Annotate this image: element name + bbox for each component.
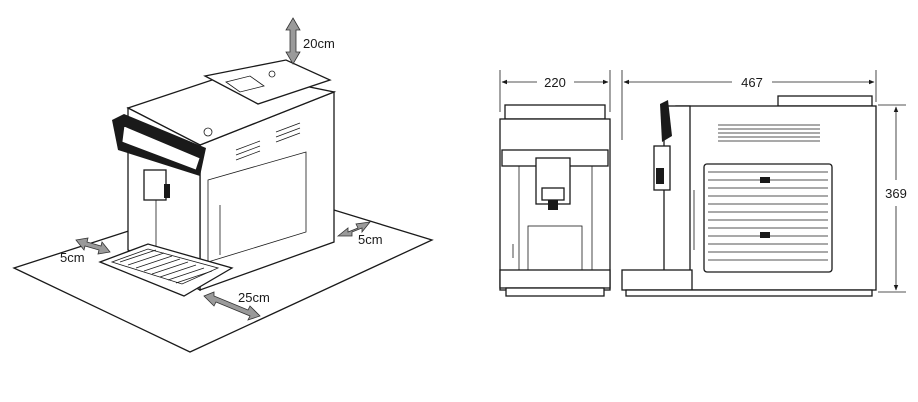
- front-top-cap: [504, 104, 606, 120]
- hopper-window: [225, 75, 265, 93]
- clearance-arrow-top: [285, 17, 301, 65]
- front-feet: [505, 287, 605, 297]
- front-view: 220: [499, 70, 611, 297]
- clearance-label-front: 25cm: [238, 290, 270, 305]
- side-tank-latch-top: [760, 177, 770, 183]
- side-tank-ribs: [708, 171, 828, 261]
- clearance-label-left: 5cm: [60, 250, 85, 265]
- side-recess-panel: [207, 151, 307, 263]
- side-spout-nozzle: [656, 168, 664, 184]
- dimension-label-height: 369: [885, 186, 907, 201]
- top-button: [203, 127, 213, 137]
- front-spout-tip: [548, 200, 558, 210]
- side-view: 467 369: [621, 70, 907, 297]
- clearance-label-top: 20cm: [303, 36, 335, 51]
- clearance-arrow-right: [336, 221, 371, 237]
- dimension-label-width: 220: [544, 75, 566, 90]
- side-drip-tray: [621, 269, 693, 291]
- side-hopper-lid: [777, 95, 873, 107]
- clearance-arrow-left: [75, 237, 111, 255]
- spout-unit: [143, 169, 167, 201]
- hopper-lid: [203, 59, 332, 105]
- front-spout: [541, 187, 565, 201]
- spout-nozzle: [164, 184, 170, 198]
- drip-tray-slots: [119, 249, 213, 284]
- clearance-arrow-front: [203, 291, 261, 321]
- side-feet: [625, 289, 873, 297]
- front-drip-tray: [499, 269, 611, 289]
- drip-tray-grid: [110, 248, 220, 285]
- dimension-label-depth: 467: [741, 75, 763, 90]
- side-tank-panel: [703, 163, 833, 273]
- control-panel-face: [121, 125, 201, 171]
- side-tank-latch-bottom: [760, 232, 770, 238]
- side-vents: [235, 122, 301, 161]
- lid-knob: [268, 70, 276, 78]
- side-view-vents: [718, 124, 820, 142]
- side-control-panel: [660, 100, 672, 142]
- isometric-view: 20cm 5cm 5cm 25cm: [12, 17, 434, 353]
- clearance-label-right: 5cm: [358, 232, 383, 247]
